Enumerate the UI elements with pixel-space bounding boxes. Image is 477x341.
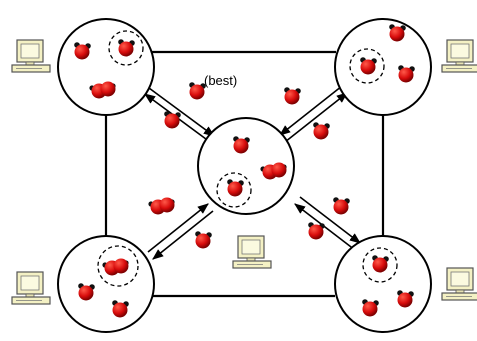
desktop-computer-icon bbox=[441, 39, 477, 73]
arrow-bottom-left bbox=[147, 203, 214, 260]
molecule-icon bbox=[313, 122, 330, 140]
node-bottom-right bbox=[334, 235, 432, 333]
selected-ring-center bbox=[216, 172, 252, 208]
desktop-computer-icon bbox=[11, 271, 51, 305]
molecule-icon bbox=[333, 197, 350, 215]
molecule-icon bbox=[195, 231, 212, 249]
arrow-top-right bbox=[279, 85, 348, 143]
desktop-computer-icon bbox=[232, 235, 272, 269]
selected-markers bbox=[97, 30, 398, 287]
selected-ring-top-left bbox=[108, 30, 144, 66]
desktop-computer-icon bbox=[11, 39, 51, 73]
arrow-bottom-right bbox=[294, 196, 361, 251]
molecule-icon bbox=[284, 87, 301, 105]
node-center bbox=[197, 117, 295, 215]
molecule-icon bbox=[164, 111, 181, 129]
selected-ring-bottom-right bbox=[362, 247, 398, 283]
node-top-left bbox=[57, 18, 155, 116]
selected-ring-bottom-left bbox=[97, 245, 139, 287]
best-label: (best) bbox=[204, 73, 237, 88]
molecule-icon bbox=[308, 222, 325, 240]
desktop-computer-icon bbox=[441, 267, 477, 301]
network-edges bbox=[104, 50, 385, 298]
node-top-right bbox=[334, 18, 432, 116]
molecule-icon bbox=[148, 197, 175, 215]
selected-ring-top-right bbox=[349, 48, 385, 84]
node-bottom-left bbox=[57, 235, 155, 333]
